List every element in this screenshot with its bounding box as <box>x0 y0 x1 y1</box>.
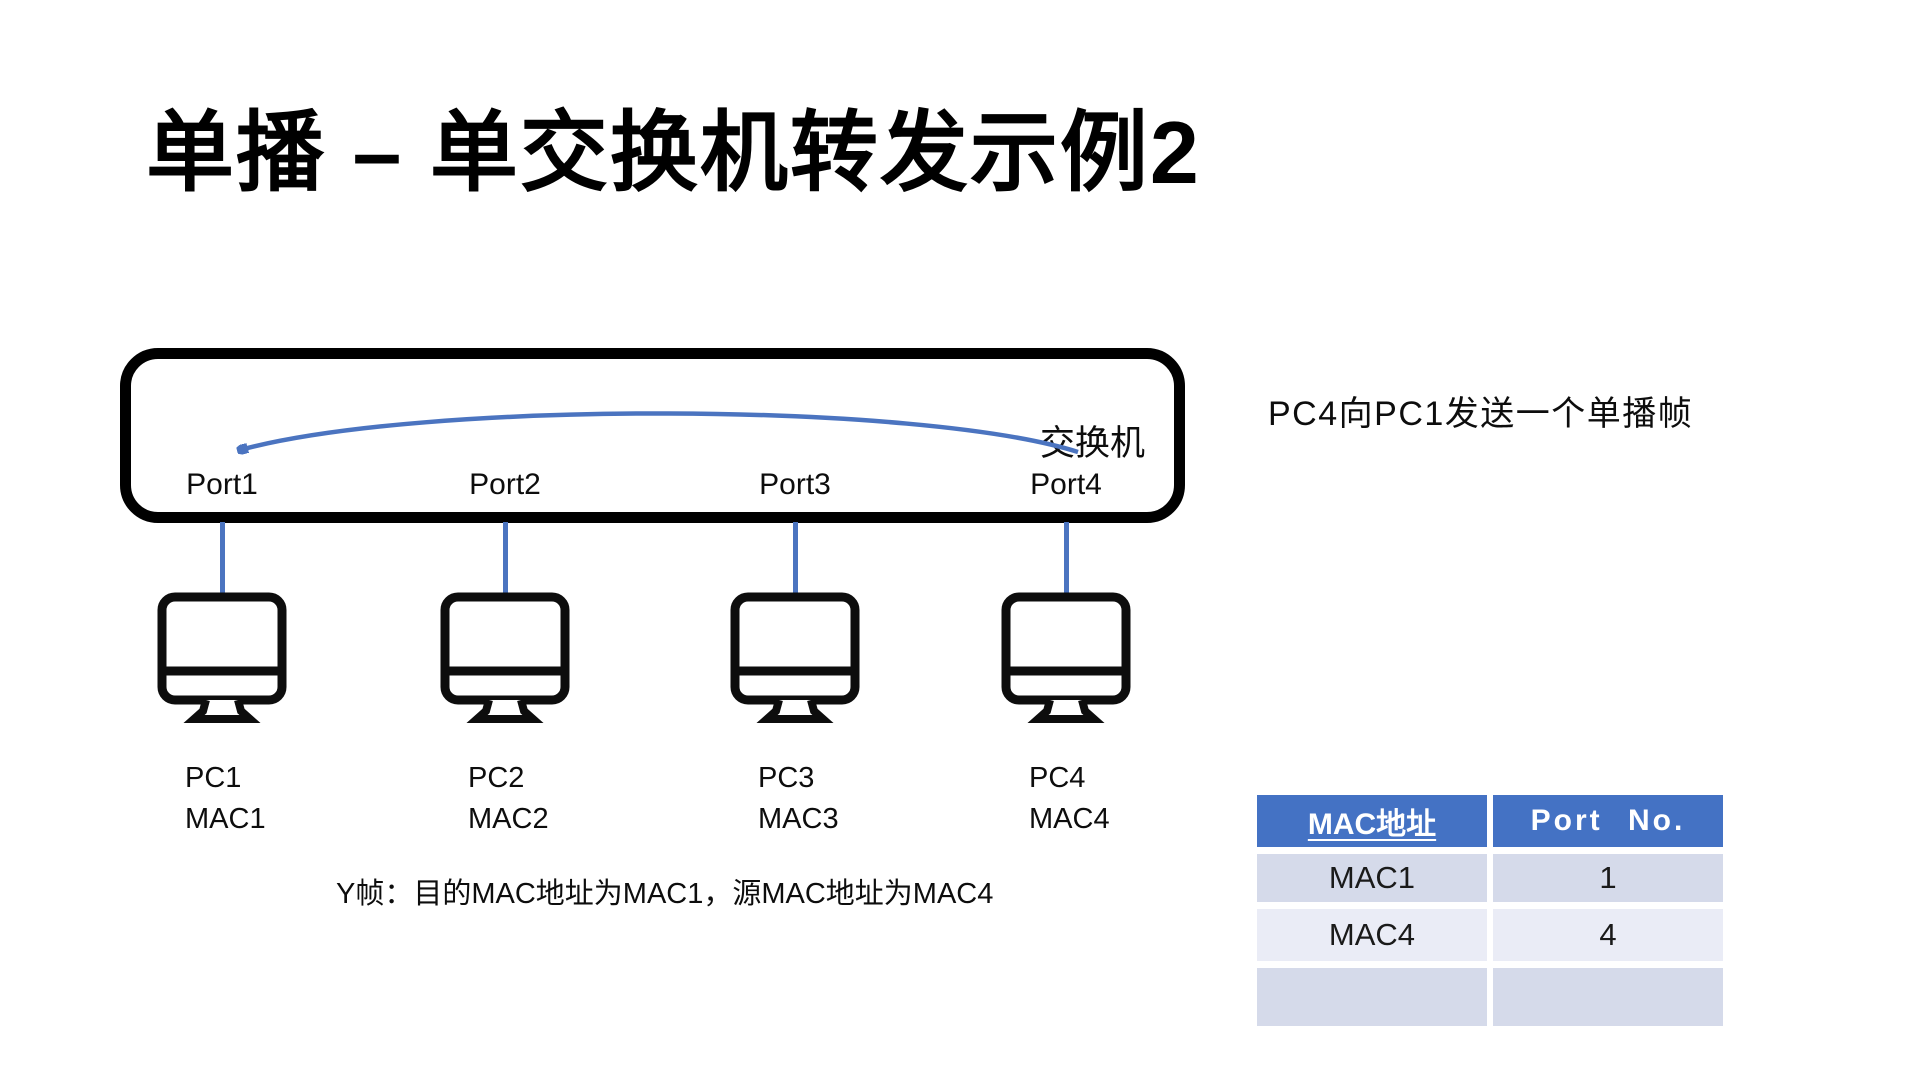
link-port2-pc2 <box>503 522 508 598</box>
table-cell-port4: 4 <box>1493 909 1723 961</box>
link-port3-pc3 <box>793 522 798 598</box>
mac-table: MAC地址 Port No. MAC1 1 MAC4 4 <box>1257 795 1723 1026</box>
table-header-mac: MAC地址 <box>1257 795 1487 847</box>
pc2-mac: MAC2 <box>468 803 549 835</box>
pc1-mac: MAC1 <box>185 803 266 835</box>
pc4: PC4 MAC4 <box>1001 592 1131 840</box>
slide-title: 单播 – 单交换机转发示例2 <box>146 103 1201 202</box>
annotation-text: PC4向PC1发送一个单播帧 <box>1268 395 1694 433</box>
pc3: PC3 MAC3 <box>730 592 860 840</box>
switch-label: 交换机 <box>1040 424 1146 463</box>
table-cell-port1: 1 <box>1493 854 1723 902</box>
table-header-port-label: Port No. <box>1530 804 1686 837</box>
pc4-mac: MAC4 <box>1029 803 1110 835</box>
computer-icon <box>730 592 860 723</box>
table-header-mac-label: MAC地址 <box>1307 808 1437 841</box>
pc2-name: PC2 <box>468 762 525 794</box>
port3-label: Port3 <box>759 468 831 501</box>
computer-icon <box>157 592 287 723</box>
pc1-name: PC1 <box>185 762 242 794</box>
table-cell-mac4: MAC4 <box>1257 909 1487 961</box>
computer-icon <box>440 592 570 723</box>
link-port4-pc4 <box>1064 522 1069 598</box>
table-cell-empty-right <box>1493 968 1723 1026</box>
pc4-name: PC4 <box>1029 762 1086 794</box>
table-cell-mac1: MAC1 <box>1257 854 1487 902</box>
table-cell-empty-left <box>1257 968 1487 1026</box>
computer-icon <box>1001 592 1131 723</box>
port1-label: Port1 <box>186 468 258 501</box>
port4-label: Port4 <box>1030 468 1102 501</box>
pc1: PC1 MAC1 <box>157 592 287 840</box>
pc3-name: PC3 <box>758 762 815 794</box>
frame-note: Y帧：目的MAC地址为MAC1，源MAC地址为MAC4 <box>336 878 994 910</box>
port2-label: Port2 <box>469 468 541 501</box>
pc3-mac: MAC3 <box>758 803 839 835</box>
pc2: PC2 MAC2 <box>440 592 570 840</box>
table-header-port: Port No. <box>1493 795 1723 847</box>
link-port1-pc1 <box>220 522 225 598</box>
